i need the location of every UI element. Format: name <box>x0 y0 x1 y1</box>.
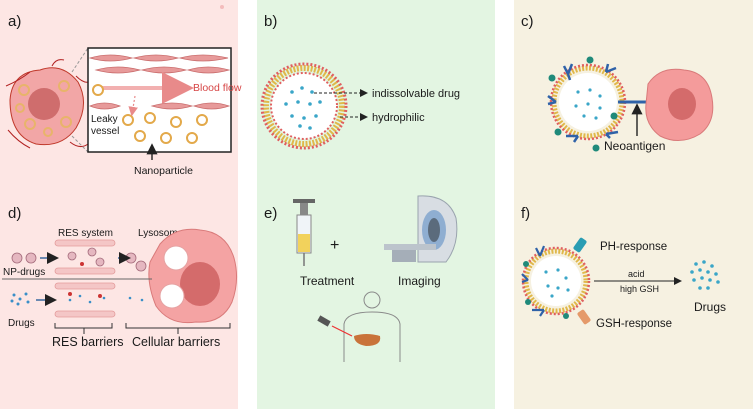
lysosome-label: Lysosome <box>138 228 184 239</box>
targeted-drug-dots <box>574 88 602 120</box>
nanoparticle-label: Nanoparticle <box>134 165 193 177</box>
targeted-liposome-core <box>559 73 617 131</box>
target-cell-nucleus <box>668 88 696 120</box>
high-gsh-label: high GSH <box>620 284 659 294</box>
panel-e: e) + Treatment Imaging <box>264 195 458 362</box>
tumor-illustration <box>5 59 93 149</box>
liposome-heads-inner <box>270 72 338 140</box>
responsive-drug-dots <box>544 268 570 298</box>
imaging-label: Imaging <box>398 274 441 288</box>
res-cells <box>68 262 102 298</box>
zoom-line <box>71 47 89 73</box>
acid-label: acid <box>628 269 645 279</box>
panel-b: b) indissolvable drug hydrophilic <box>260 13 460 150</box>
hydrophilic-label: hydrophilic <box>372 112 425 124</box>
encapsulated-drug <box>284 86 322 130</box>
vessel-zoom-box <box>87 47 232 153</box>
cell-nucleus <box>180 262 220 306</box>
panel-c-label: c) <box>521 13 534 30</box>
res-barriers-label: RES barriers <box>52 335 124 349</box>
panel-c: c) Neoantigen <box>521 13 714 153</box>
panel-a-label: a) <box>8 13 21 30</box>
cellular-brace <box>125 323 231 334</box>
treatment-label: Treatment <box>300 274 355 288</box>
nanoparticles <box>92 84 208 144</box>
targeting-ligands <box>548 56 618 152</box>
gsh-response-label: GSH-response <box>596 318 672 330</box>
liposome-heads-outer <box>260 62 348 150</box>
antibodies <box>547 63 619 143</box>
panel-a: a) <box>5 5 242 177</box>
free-drug-dots <box>10 292 144 306</box>
endothelium-top <box>88 54 231 74</box>
released-drug-dots <box>690 260 720 290</box>
responsive-ligands <box>523 261 569 319</box>
laser-probe-icon <box>317 315 331 327</box>
panel-e-label: e) <box>264 205 277 222</box>
res-system-label: RES system <box>58 228 113 239</box>
leaky-label: Leaky <box>91 114 118 125</box>
responsive-liposome-core <box>531 256 581 306</box>
liposome-tails <box>263 65 345 147</box>
column-c-f-background <box>514 0 753 409</box>
res-brace <box>54 323 113 334</box>
liver-icon <box>354 334 381 346</box>
panel-d: d) RES system Lysosome NP-drugs <box>2 205 238 349</box>
mri-scanner-icon <box>384 195 458 263</box>
lysosome-bottom <box>159 283 185 309</box>
syringe-icon <box>293 199 315 266</box>
lysosome-top <box>163 245 189 271</box>
gsh-responsive-group-icon <box>577 309 591 325</box>
responsive-liposome-heads <box>521 246 591 316</box>
responsive-antibodies <box>521 245 546 317</box>
panel-d-label: d) <box>8 205 21 222</box>
vessel-label: vessel <box>91 126 119 137</box>
res-vessels <box>54 239 116 318</box>
drugs-label-f: Drugs <box>694 300 726 314</box>
neoantigen-label: Neoantigen <box>604 139 665 153</box>
endothelium-bottom <box>88 102 231 110</box>
ph-responsive-group-icon <box>573 237 587 253</box>
indissolvable-drug-label: indissolvable drug <box>372 88 460 100</box>
blood-flow-label: Blood flow <box>193 82 242 94</box>
panel-f: f) PH-response acid high GSH D <box>521 205 726 330</box>
np-drugs-label: NP-drugs <box>3 267 45 278</box>
panel-b-label: b) <box>264 13 277 30</box>
responsive-liposome-tails <box>523 248 589 314</box>
corner-dot <box>220 5 224 9</box>
zoom-line <box>71 135 89 153</box>
tumor-core <box>28 88 60 120</box>
patient-outline-icon <box>317 291 401 362</box>
plus-sign: + <box>330 237 339 254</box>
drugs-label-d: Drugs <box>8 318 35 329</box>
panel-f-label: f) <box>521 205 530 222</box>
cellular-barriers-label: Cellular barriers <box>132 335 220 349</box>
ph-response-label: PH-response <box>600 241 667 253</box>
extravasation-arrow <box>128 95 138 117</box>
